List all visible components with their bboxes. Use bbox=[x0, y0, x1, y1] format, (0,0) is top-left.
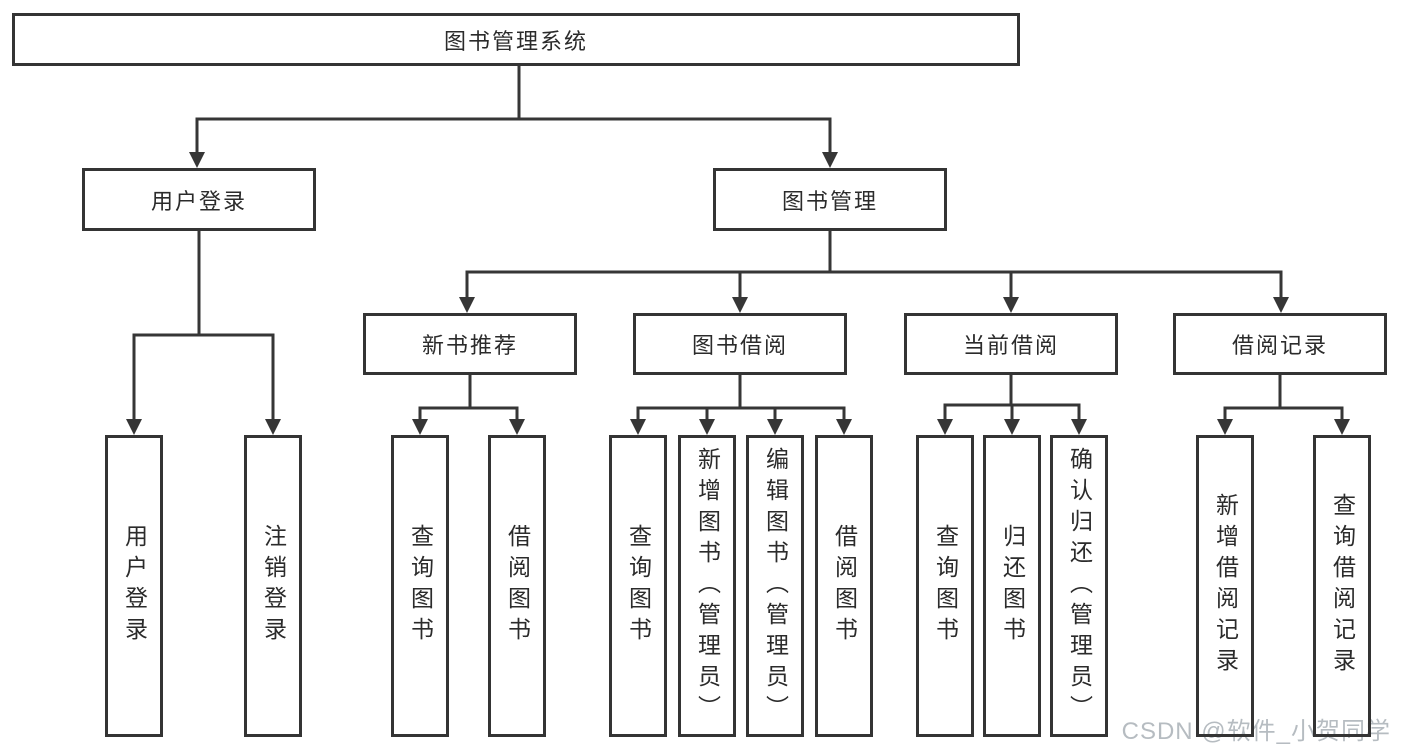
leaf-query-books-borrowing: 查询图书 bbox=[609, 435, 667, 737]
node-label: 新增借阅记录 bbox=[1212, 493, 1239, 679]
node-label: 借阅图书 bbox=[504, 524, 531, 648]
node-label: 图书管理系统 bbox=[443, 28, 588, 54]
leaf-return-books: 归还图书 bbox=[983, 435, 1041, 737]
node-borrow-records: 借阅记录 bbox=[1173, 313, 1387, 375]
leaf-logout: 注销登录 bbox=[244, 435, 302, 737]
node-label: 查询图书 bbox=[625, 524, 652, 648]
node-label: 新增图书（管理员） bbox=[694, 446, 721, 726]
leaf-query-books-recommend: 查询图书 bbox=[391, 435, 449, 737]
leaf-add-borrow-record: 新增借阅记录 bbox=[1196, 435, 1254, 737]
node-label: 归还图书 bbox=[999, 524, 1026, 648]
node-library-system-root: 图书管理系统 bbox=[12, 13, 1020, 66]
node-label: 查询图书 bbox=[407, 524, 434, 648]
node-user-login-branch: 用户登录 bbox=[82, 168, 316, 231]
node-label: 新书推荐 bbox=[421, 333, 518, 358]
node-label: 借阅记录 bbox=[1231, 333, 1328, 358]
node-label: 用户登录 bbox=[121, 524, 148, 648]
node-label: 查询图书 bbox=[932, 524, 959, 648]
node-label: 图书借阅 bbox=[691, 333, 788, 358]
csdn-watermark: CSDN @软件_小贺同学 bbox=[1121, 718, 1391, 745]
node-label: 查询借阅记录 bbox=[1329, 493, 1356, 679]
leaf-user-login: 用户登录 bbox=[105, 435, 163, 737]
leaf-borrow-books: 借阅图书 bbox=[815, 435, 873, 737]
node-label: 用户登录 bbox=[150, 188, 247, 214]
node-current-borrowing: 当前借阅 bbox=[904, 313, 1118, 375]
node-label: 注销登录 bbox=[260, 524, 287, 648]
node-new-book-recommend: 新书推荐 bbox=[363, 313, 577, 375]
leaf-query-borrow-record: 查询借阅记录 bbox=[1313, 435, 1371, 737]
leaf-query-books-current: 查询图书 bbox=[916, 435, 974, 737]
leaf-edit-books-admin: 编辑图书（管理员） bbox=[746, 435, 804, 737]
node-book-management-branch: 图书管理 bbox=[713, 168, 947, 231]
node-book-borrowing: 图书借阅 bbox=[633, 313, 847, 375]
node-label: 借阅图书 bbox=[831, 524, 858, 648]
leaf-confirm-return-admin: 确认归还（管理员） bbox=[1050, 435, 1108, 737]
node-label: 确认归还（管理员） bbox=[1066, 446, 1093, 726]
node-label: 编辑图书（管理员） bbox=[762, 446, 789, 726]
node-label: 图书管理 bbox=[781, 188, 878, 214]
leaf-add-books-admin: 新增图书（管理员） bbox=[678, 435, 736, 737]
leaf-borrow-books-recommend: 借阅图书 bbox=[488, 435, 546, 737]
node-label: 当前借阅 bbox=[962, 333, 1059, 358]
